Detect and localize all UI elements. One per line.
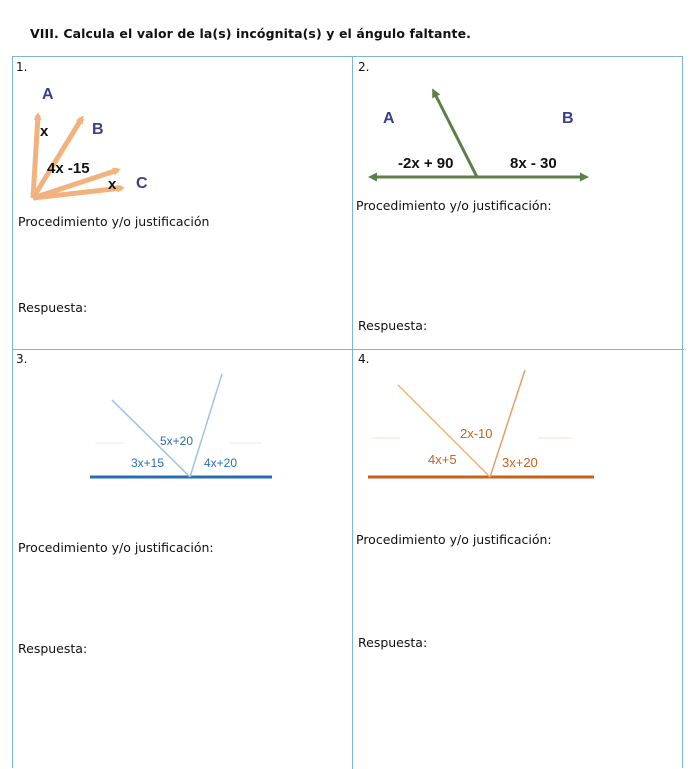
angle-right-label: 4x+20 — [204, 456, 238, 470]
angle-right-label: 8x - 30 — [510, 155, 557, 172]
ray-upper-c — [32, 167, 121, 201]
problem-3-answer-label: Respuesta: — [18, 641, 88, 656]
ray-c — [32, 184, 125, 201]
ray-b — [30, 115, 85, 200]
problem-4-answer-label: Respuesta: — [358, 635, 428, 650]
ray-left — [397, 384, 491, 478]
problem-1-answer-label: Respuesta: — [18, 300, 88, 315]
angle-left-label: 4x+5 — [428, 452, 457, 467]
problem-3-lines — [90, 373, 272, 479]
ray-b-label: B — [562, 110, 574, 127]
column-divider — [352, 57, 353, 769]
ray-c-label: C — [136, 175, 148, 192]
angle-middle-label: 2x-10 — [460, 426, 493, 441]
ray-right — [489, 369, 526, 478]
exercise-grid — [12, 56, 684, 769]
problem-2-rays — [368, 88, 589, 182]
angle-middle-label: 4x -15 — [47, 160, 90, 177]
angle-top-label: x — [40, 123, 49, 140]
angle-left-label: 3x+15 — [131, 456, 165, 470]
ray-right — [189, 373, 223, 478]
ray-up — [432, 88, 479, 178]
problem-4-procedure-label: Procedimiento y/o justificación: — [356, 532, 552, 547]
problem-2-answer-label: Respuesta: — [358, 318, 428, 333]
problem-4-lines — [368, 369, 594, 479]
ray-a-label: A — [42, 86, 54, 103]
problem-3-procedure-label: Procedimiento y/o justificación: — [18, 540, 214, 555]
problem-1-rays — [30, 112, 125, 201]
problem-3-number: 3. — [16, 352, 28, 366]
angle-middle-label: 5x+20 — [160, 434, 194, 448]
problem-1-procedure-label: Procedimiento y/o justificación — [18, 214, 210, 229]
ray-b-label: B — [92, 121, 104, 138]
row-divider — [13, 349, 684, 350]
problem-2-procedure-label: Procedimiento y/o justificación: — [356, 198, 552, 213]
page-title: VIII. Calcula el valor de la(s) incógnit… — [30, 26, 472, 41]
angle-right-label: 3x+20 — [502, 455, 538, 470]
angle-left-label: -2x + 90 — [398, 155, 454, 172]
ray-a — [30, 112, 42, 199]
problem-1-number: 1. — [16, 60, 28, 74]
problem-4-number: 4. — [358, 352, 370, 366]
problem-2-number: 2. — [358, 60, 370, 74]
ray-a-label: A — [383, 110, 395, 127]
ray-left — [111, 399, 191, 478]
angle-bottom-label: x — [108, 176, 117, 193]
